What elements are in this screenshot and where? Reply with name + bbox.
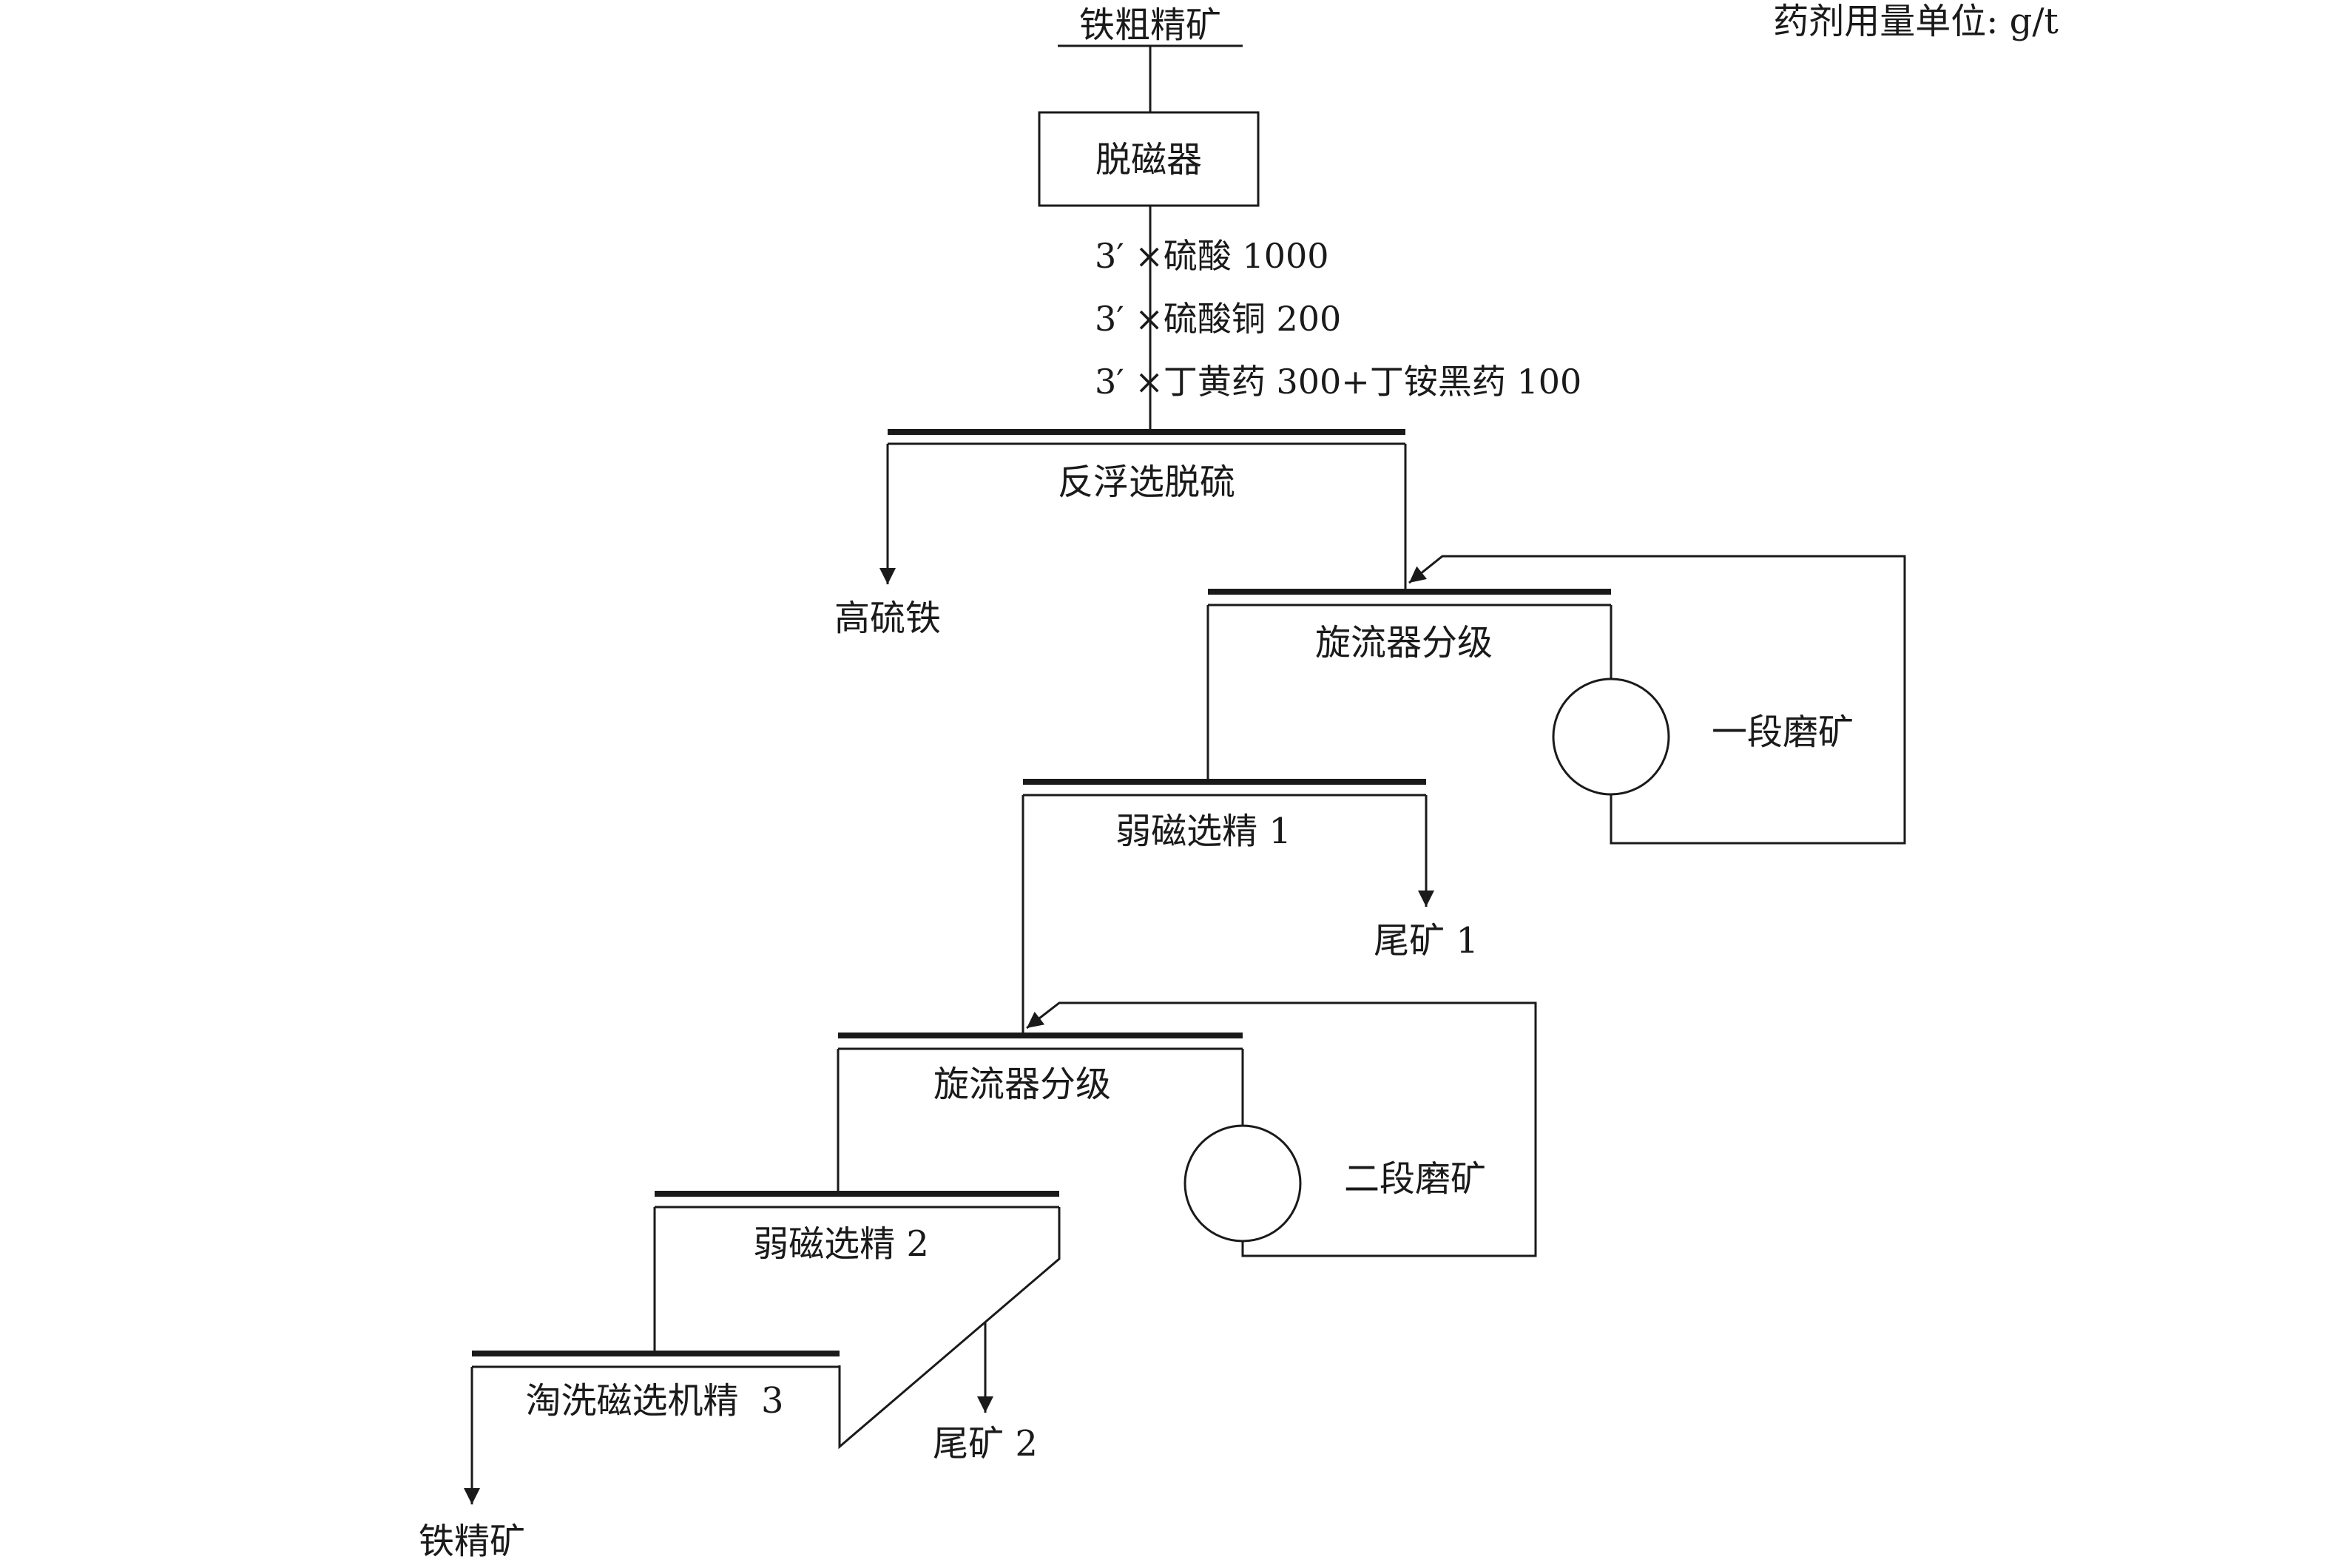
tailings-2-label: 尾矿 2 [933, 1423, 1038, 1464]
demagnetizer-box [1038, 111, 1260, 207]
feed-label: 铁粗精矿 [1079, 4, 1221, 46]
tailings-2-collector [838, 1207, 1061, 1450]
grinding-1-recycle-line [1408, 555, 1906, 845]
demagnetizer-label: 脱磁器 [1095, 139, 1202, 180]
grinding-2-label: 二段磨矿 [1344, 1158, 1486, 1200]
grinding-1-label: 一段磨矿 [1712, 712, 1854, 753]
reagent-copper-sulfate: 3′ ×硫酸铜 200 [1095, 299, 1341, 339]
cyclone-1-label: 旋流器分级 [1315, 622, 1493, 663]
grinding-mill-2-icon [1183, 1124, 1302, 1243]
reagent-sulfuric-acid: 3′ ×硫酸 1000 [1095, 236, 1329, 276]
iron-concentrate-label: 铁精矿 [419, 1521, 525, 1562]
elutriation-label: 淘洗磁选机精 3 [525, 1380, 783, 1422]
grinding-mill-1-icon [1552, 677, 1670, 796]
low-mag-1-label: 弱磁选精 1 [1115, 811, 1291, 852]
high-sulfur-iron-label: 高硫铁 [834, 598, 941, 639]
reagent-xanthate-dithiophosphate: 3′ ×丁黄药 300+丁铵黑药 100 [1095, 362, 1581, 402]
unit-note: 药剂用量单位: g/t [1773, 1, 2059, 42]
low-mag-2-label: 弱磁选精 2 [753, 1223, 929, 1265]
reverse-flotation-label: 反浮选脱硫 [1058, 462, 1235, 503]
grinding-2-recycle-line [1026, 1001, 1537, 1257]
tailings-1-label: 尾矿 1 [1374, 920, 1479, 962]
cyclone-2-label: 旋流器分级 [933, 1064, 1111, 1105]
